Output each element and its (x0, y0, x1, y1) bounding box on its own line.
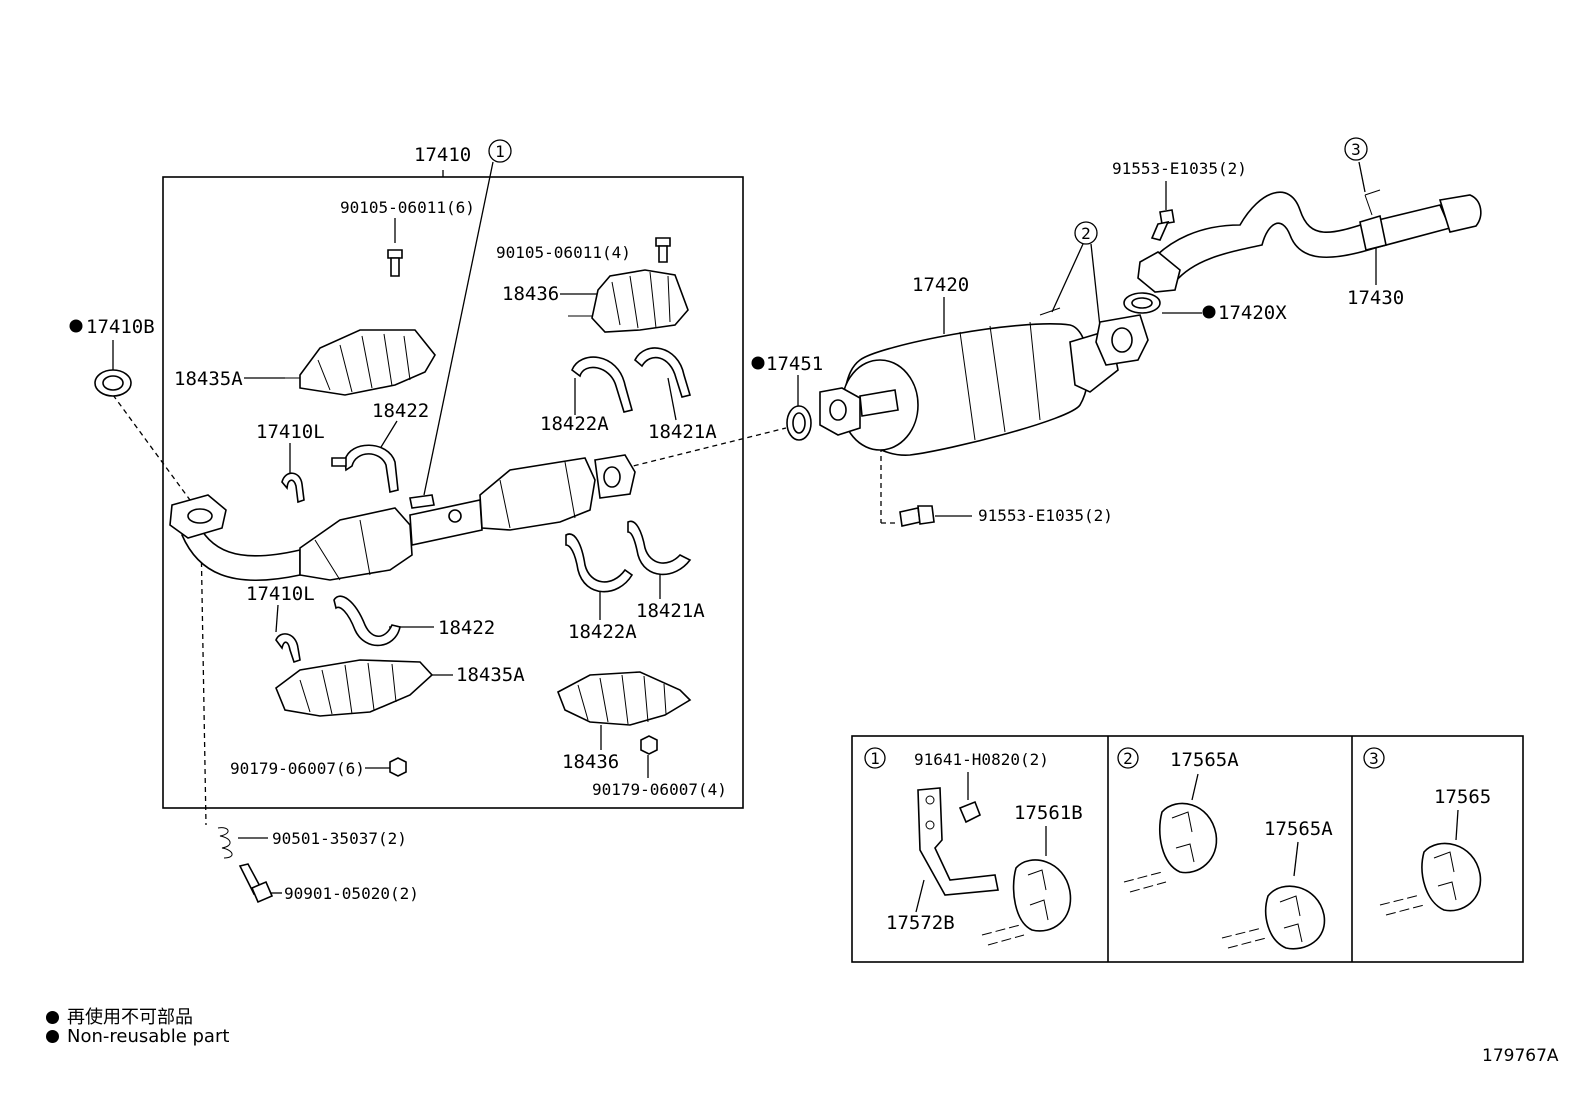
label-18422-top: 18422 (372, 400, 429, 422)
label-17451: 17451 (766, 353, 823, 375)
svg-text:3: 3 (1351, 140, 1361, 159)
legend-jp-text: 再使用不可部品 (67, 1007, 193, 1028)
spring-90501-35037 (217, 827, 233, 859)
label-90179-06007-4: 90179-06007(4) (592, 780, 727, 799)
hanger-17561b (1012, 859, 1072, 932)
inset-detail-panels (851, 735, 1524, 963)
label-91641-h0820: 91641-H0820(2) (914, 750, 1049, 769)
svg-text:1: 1 (495, 142, 505, 161)
clamp-18421a-lower (627, 520, 692, 576)
label-18436-bottom: 18436 (562, 751, 619, 773)
clamp-18422a-lower (565, 533, 634, 593)
callout-2: 2 (1074, 221, 1098, 245)
label-17410: 17410 (414, 144, 471, 166)
bolt-91553-e1035-upper (1150, 209, 1175, 241)
nut-90179-06007-b (640, 735, 658, 755)
label-17572b: 17572B (886, 912, 955, 934)
hanger-17565 (1421, 842, 1482, 912)
label-91553-e1035-upper: 91553-E1035(2) (1112, 159, 1247, 178)
bolt-91553-e1035-lower (899, 505, 935, 527)
label-18436-top: 18436 (502, 283, 559, 305)
legend-non-reusable-en: Non-reusable part (46, 1026, 229, 1047)
heat-insulator-18435a-lower (275, 659, 434, 717)
label-18421a-bottom: 18421A (636, 600, 705, 622)
figure-number: 179767A (1482, 1046, 1559, 1066)
clamp-17410l-upper (281, 472, 305, 504)
label-18435a-bottom: 18435A (456, 664, 525, 686)
front-exhaust-pipe-assembly (169, 454, 636, 582)
label-90105-06011-6: 90105-06011(6) (340, 198, 475, 217)
tail-pipe-17430 (1137, 189, 1482, 293)
bolt-90105-06011-a (387, 249, 403, 277)
label-90901-05020: 90901-05020(2) (284, 884, 419, 903)
clamp-18421a-upper (634, 347, 692, 398)
label-17420: 17420 (912, 274, 969, 296)
heat-insulator-18435a-upper (285, 329, 436, 396)
svg-text:2: 2 (1081, 224, 1091, 243)
svg-text:1: 1 (870, 749, 880, 768)
filled-circle-icon (46, 1011, 59, 1024)
legend-en-text: Non-reusable part (67, 1026, 230, 1047)
inset-2: 2 17565A 17565A (1117, 747, 1333, 950)
heat-insulator-18436-upper (568, 269, 689, 333)
label-17410l-top: 17410L (256, 421, 325, 443)
label-18422a-bottom: 18422A (568, 621, 637, 643)
callout-3: 3 (1344, 137, 1368, 161)
label-90105-06011-4: 90105-06011(4) (496, 243, 631, 262)
clamp-18422-lower (333, 595, 401, 647)
label-18422a-top: 18422A (540, 413, 609, 435)
callout-1: 1 (488, 139, 512, 163)
label-17420x: 17420X (1218, 302, 1287, 324)
bracket-17572b (917, 787, 999, 896)
label-17410b: 17410B (86, 316, 155, 338)
filled-circle-icon (46, 1030, 59, 1043)
label-17565a-a: 17565A (1170, 749, 1239, 771)
legend-non-reusable-jp: 再使用不可部品 (46, 1003, 193, 1029)
label-18421a-top: 18421A (648, 421, 717, 443)
label-17565: 17565 (1434, 786, 1491, 808)
bolt-90105-06011-b (655, 237, 671, 263)
bolt-90901-05020 (238, 863, 274, 904)
gasket-17451 (786, 405, 812, 441)
gasket-17410b (94, 369, 132, 397)
hanger-17565a-b (1264, 885, 1326, 950)
clamp-17410l-lower (275, 633, 301, 664)
clamp-18422a-upper (571, 356, 633, 413)
non-reusable-markers (69, 305, 1216, 370)
label-17430: 17430 (1347, 287, 1404, 309)
clamp-18422-upper (331, 444, 399, 493)
bolt-91641-h0820 (958, 800, 982, 824)
label-91553-e1035-lower: 91553-E1035(2) (978, 506, 1113, 525)
nut-90179-06007-a (389, 757, 407, 777)
inset-3: 3 17565 (1363, 747, 1491, 916)
label-17561b: 17561B (1014, 802, 1083, 824)
label-90179-06007-6: 90179-06007(6) (230, 759, 365, 778)
label-18435a-top: 18435A (174, 368, 243, 390)
gasket-17420x (1123, 292, 1161, 314)
svg-text:3: 3 (1369, 749, 1379, 768)
hanger-17565a-a (1158, 802, 1218, 874)
exhaust-pipe-assembly-frame (162, 176, 744, 809)
label-17410l-bottom: 17410L (246, 583, 315, 605)
center-muffler-17420 (819, 307, 1149, 456)
dashed-connection-lines (112, 394, 898, 826)
label-90501-35037: 90501-35037(2) (272, 829, 407, 848)
svg-text:2: 2 (1123, 749, 1133, 768)
label-17565a-b: 17565A (1264, 818, 1333, 840)
heat-insulator-18436-lower (556, 671, 692, 726)
label-18422-bottom: 18422 (438, 617, 495, 639)
inset-1: 1 91641-H0820(2) 17561B 17572B (864, 747, 1083, 946)
